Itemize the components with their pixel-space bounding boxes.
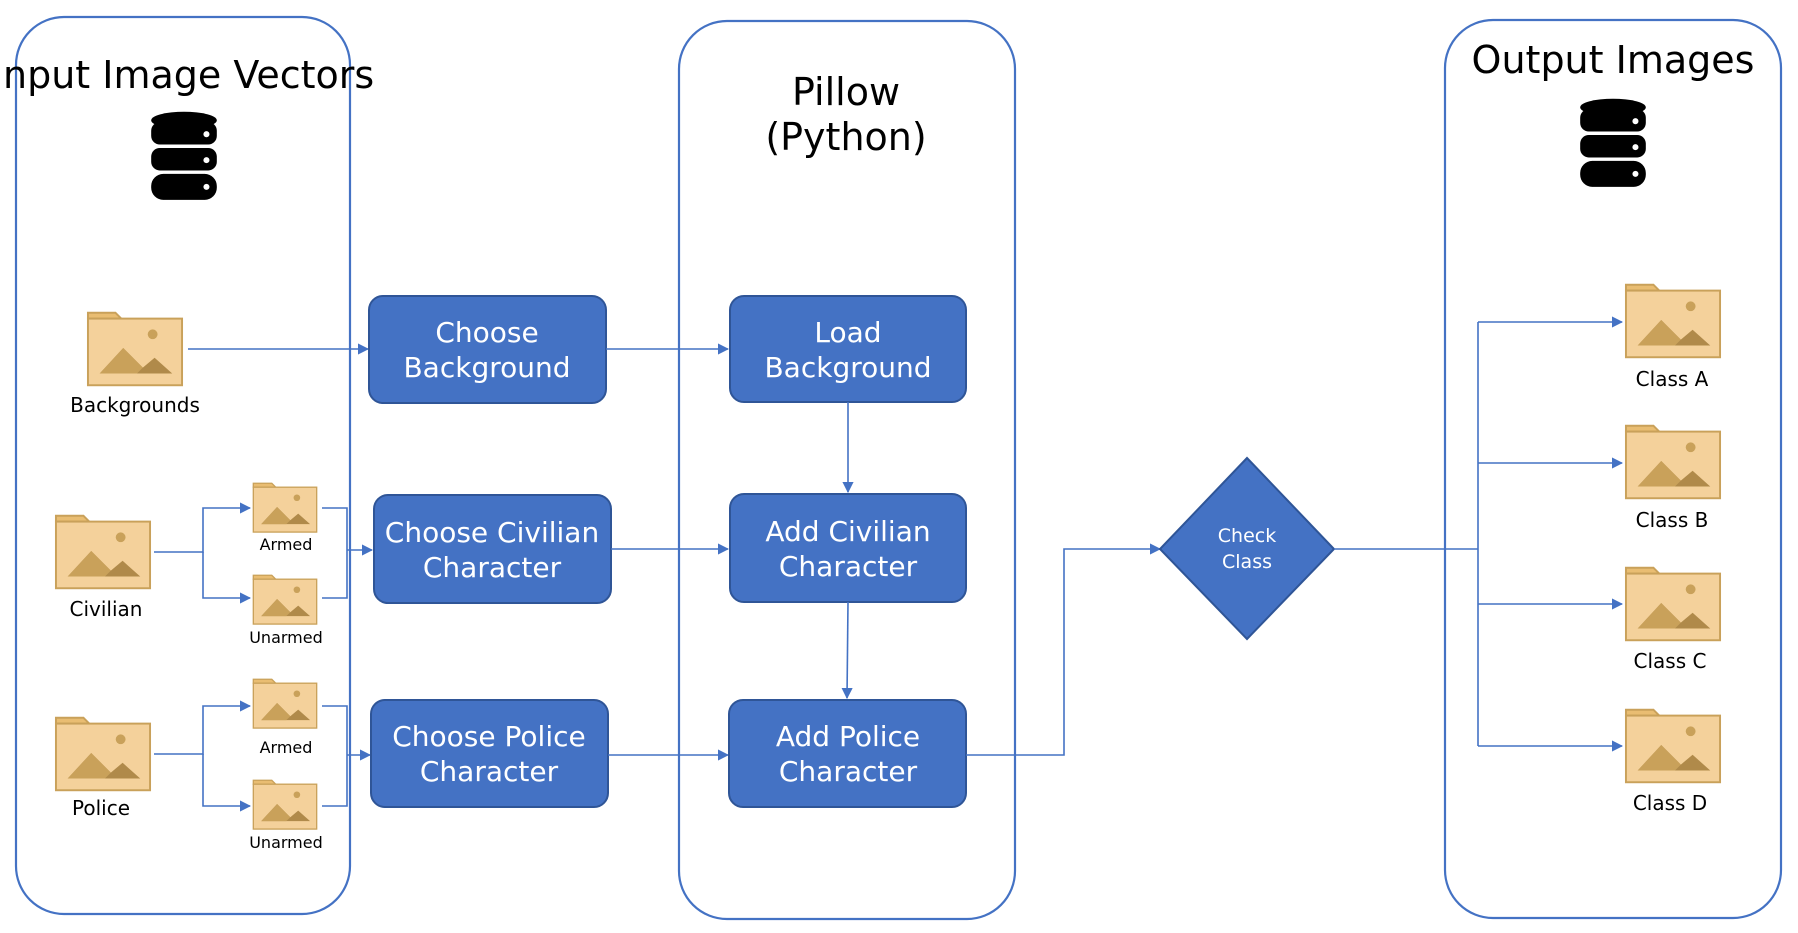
backgrounds-folder-icon [86, 311, 184, 387]
class-a-label: Class A [1636, 367, 1709, 391]
police-folder-icon [54, 716, 152, 792]
police-unarmed-label: Unarmed [249, 833, 323, 852]
pillow-panel-subtitle: (Python) [765, 115, 926, 159]
choose-police-box [370, 699, 609, 808]
civilian-armed-label: Armed [260, 535, 313, 554]
load-background-box [729, 295, 967, 403]
police-armed-folder-icon [252, 678, 318, 729]
pillow-panel [677, 19, 1017, 921]
class-b-folder-icon [1624, 424, 1722, 500]
class-d-label: Class D [1633, 791, 1707, 815]
input-panel-title: Input Image Vectors [0, 53, 374, 97]
input-panel [14, 15, 352, 916]
pillow-panel-title: Pillow [792, 70, 900, 114]
police-unarmed-folder-icon [252, 779, 318, 830]
choose-background-box [368, 295, 607, 404]
choose-civilian-box [373, 494, 612, 604]
connector-civilian-armed [154, 502, 252, 553]
add-police-line2: Character [779, 755, 918, 788]
add-police-line1: Add Police [776, 720, 920, 753]
check-class-line1: Check [1218, 525, 1276, 547]
output-panel-title: Output Images [1472, 38, 1755, 82]
load-background-line1: Load [814, 316, 881, 349]
connector-civilian-merge [322, 507, 372, 599]
add-civilian-line1: Add Civilian [765, 515, 930, 548]
connector-police-to-check [966, 543, 1162, 756]
connector-police-merge [322, 705, 370, 807]
connector-civilian-unarmed [202, 552, 252, 604]
police-label: Police [72, 796, 130, 820]
database-icon [1580, 98, 1646, 187]
civilian-label: Civilian [70, 597, 143, 621]
add-police-box [728, 699, 967, 808]
add-civilian-line2: Character [779, 550, 918, 583]
class-a-folder-icon [1624, 283, 1722, 359]
civilian-folder-icon [54, 514, 152, 590]
choose-background-line1: Choose [435, 316, 538, 349]
output-panel [1443, 18, 1783, 920]
civilian-armed-folder-icon [252, 482, 318, 533]
check-class-diamond [1158, 456, 1336, 641]
police-armed-label: Armed [260, 738, 313, 757]
connector-civilian-to-police [841, 601, 853, 700]
database-icon [151, 111, 217, 200]
add-civilian-box [729, 493, 967, 603]
class-c-folder-icon [1624, 566, 1722, 642]
connector-police-unarmed [202, 754, 252, 812]
choose-police-line2: Character [420, 755, 559, 788]
civilian-unarmed-folder-icon [252, 574, 318, 625]
class-d-folder-icon [1624, 708, 1722, 784]
load-background-line2: Background [764, 351, 931, 384]
class-b-label: Class B [1636, 508, 1709, 532]
check-class-line2: Class [1222, 551, 1272, 573]
choose-civilian-line1: Choose Civilian [385, 516, 599, 549]
choose-civilian-line2: Character [423, 551, 562, 584]
civilian-unarmed-label: Unarmed [249, 628, 323, 647]
connector-police-armed [154, 700, 252, 755]
class-c-label: Class C [1634, 649, 1707, 673]
connector-check-to-trunk [1334, 322, 1479, 746]
backgrounds-label: Backgrounds [70, 393, 200, 417]
choose-police-line1: Choose Police [392, 720, 585, 753]
choose-background-line2: Background [403, 351, 570, 384]
